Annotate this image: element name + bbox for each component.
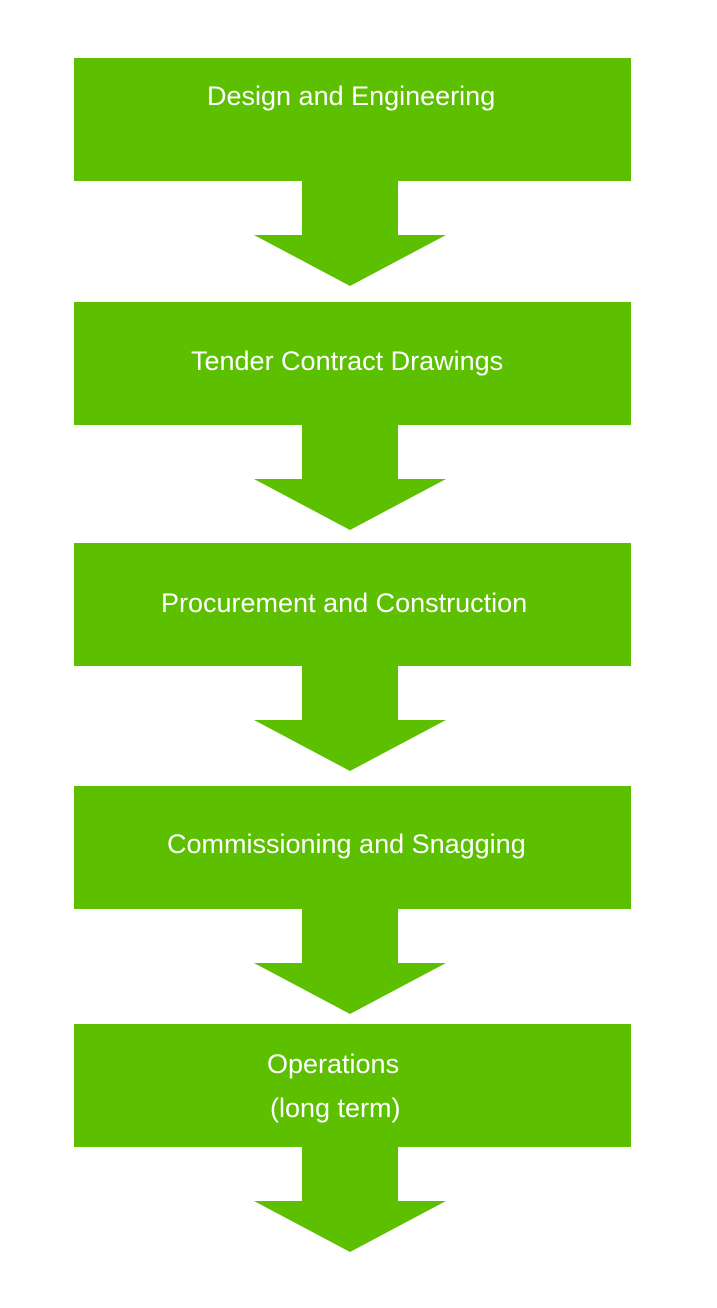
step-label-line-1: Operations (267, 1049, 400, 1079)
step-tender-contract-drawings: Tender Contract Drawings (74, 302, 631, 425)
step-label: Commissioning and Snagging (167, 829, 526, 859)
down-arrow-icon (254, 425, 446, 530)
step-label: Tender Contract Drawings (191, 346, 504, 376)
step-label: Procurement and Construction (161, 588, 528, 618)
down-arrow-icon (254, 181, 446, 286)
step-label: Design and Engineering (207, 81, 496, 111)
down-arrow-icon (254, 666, 446, 771)
step-procurement-construction: Procurement and Construction (74, 543, 631, 666)
step-operations: Operations (long term) (74, 1024, 631, 1147)
down-arrow-icon (254, 1147, 446, 1252)
step-design-engineering: Design and Engineering (74, 58, 631, 181)
down-arrow-icon (254, 909, 446, 1014)
step-label-line-2: (long term) (270, 1093, 401, 1123)
step-commissioning-snagging: Commissioning and Snagging (74, 786, 631, 909)
